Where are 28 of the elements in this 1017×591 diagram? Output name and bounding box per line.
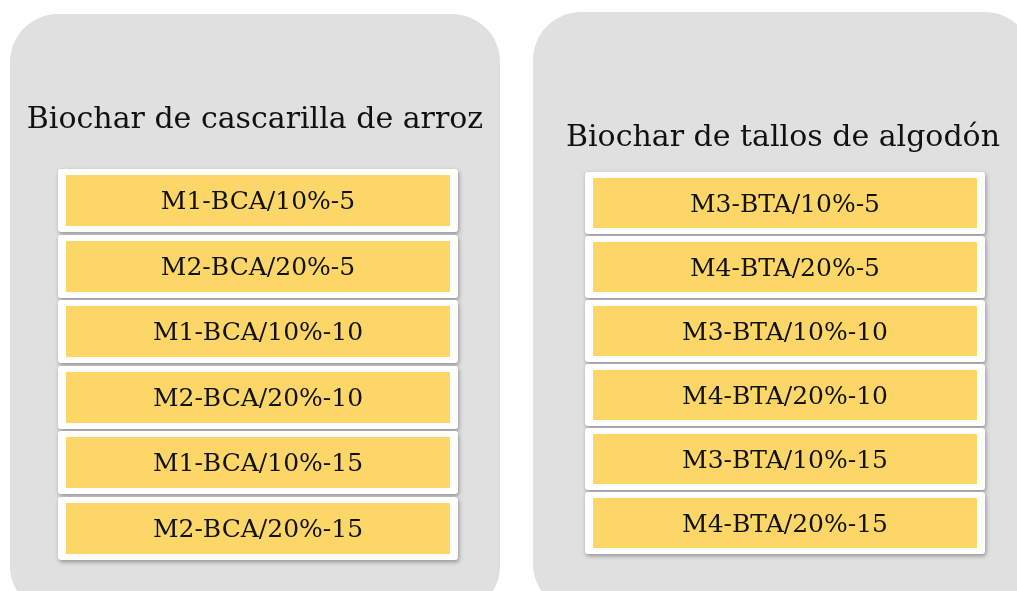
sample-label: M2-BCA/20%-5: [66, 240, 450, 292]
item-card: [585, 364, 985, 426]
item-card: [58, 169, 458, 232]
sample-label: M4-BTA/20%-10: [593, 370, 977, 420]
panel-title: Biochar de tallos de algodón: [564, 117, 1001, 155]
sample-label: M1-BCA/10%-15: [66, 437, 450, 488]
sample-label: M3-BTA/10%-5: [593, 178, 977, 228]
item-card: [58, 496, 458, 560]
sample-label: M2-BCA/20%-10: [66, 371, 450, 423]
sample-label: M4-BTA/20%-15: [593, 498, 977, 548]
item-card: [58, 431, 458, 494]
sample-label: M4-BTA/20%-5: [593, 242, 977, 292]
sample-label: M3-BTA/10%-10: [593, 306, 977, 356]
item-card: [585, 236, 985, 298]
item-card: [58, 365, 458, 429]
item-card: [585, 300, 985, 362]
sample-label: M1-BCA/10%-5: [66, 175, 450, 226]
sample-label: M3-BTA/10%-15: [593, 434, 977, 484]
group-panel: [533, 12, 1017, 591]
group-panel: [10, 14, 500, 591]
item-card: [585, 428, 985, 490]
item-card: [585, 492, 985, 554]
item-card: [58, 234, 458, 298]
panel-title: Biochar de cascarilla de arroz: [25, 99, 485, 137]
item-card: [585, 172, 985, 234]
item-card: [58, 300, 458, 363]
sample-label: M1-BCA/10%-10: [66, 306, 450, 357]
sample-label: M2-BCA/20%-15: [66, 502, 450, 554]
